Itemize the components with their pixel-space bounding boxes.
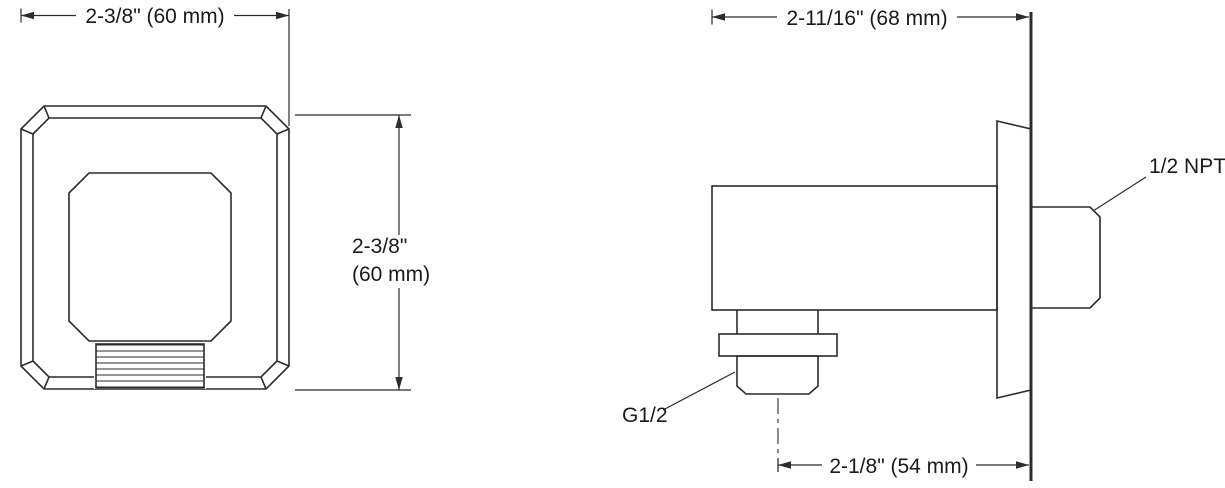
front-outlet-outline <box>95 343 205 389</box>
side-view <box>711 12 1101 481</box>
npt-leader-line <box>1092 176 1147 212</box>
front-width-dimension-text: 2-3/8" (60 mm) <box>85 5 224 28</box>
g-thread-leader-line <box>662 371 736 411</box>
dim-arrow-right <box>1016 461 1029 469</box>
npt-label-text: 1/2 NPT <box>1149 155 1225 178</box>
side-outlet-dimension-text: 2-1/8" (54 mm) <box>829 455 968 478</box>
side-depth-dimension-text: 2-11/16" (68 mm) <box>786 7 947 30</box>
front-outlet-threads <box>94 343 206 389</box>
front-outlet-thread-hatch <box>96 344 204 388</box>
side-outlet-dimension: 2-1/8" (54 mm) <box>777 455 1029 478</box>
front-width-dimension: 2-3/8" (60 mm) <box>20 5 290 126</box>
escutcheon-center-pad <box>68 172 232 342</box>
dim-arrow-left <box>778 461 791 469</box>
outlet-tip <box>736 355 819 395</box>
front-height-dimension-text-line2: (60 mm) <box>352 263 430 286</box>
front-height-dimension-text-line1: 2-3/8" <box>352 235 407 258</box>
dim-arrow-right <box>1016 13 1029 21</box>
dim-arrow-bottom <box>395 377 403 390</box>
bottom-outlet <box>718 310 838 395</box>
escutcheon-chamfer-lines <box>20 105 290 390</box>
dim-arrow-top <box>395 115 403 128</box>
side-depth-dimension: 2-11/16" (68 mm) <box>711 7 1029 30</box>
g-thread-label-group: G1/2 <box>622 371 736 427</box>
dim-arrow-left <box>712 13 725 21</box>
dim-arrow-left <box>21 11 34 20</box>
front-view <box>20 105 290 390</box>
front-height-dimension: 2-3/8" (60 mm) <box>295 114 430 391</box>
escutcheon-side-profile <box>996 119 1032 400</box>
g-thread-label-text: G1/2 <box>622 404 668 427</box>
elbow-body <box>711 185 998 311</box>
npt-threaded-connector <box>1030 206 1101 309</box>
outlet-thread-band <box>718 333 838 357</box>
dim-arrow-right <box>276 11 289 20</box>
npt-label-group: 1/2 NPT <box>1092 155 1225 212</box>
